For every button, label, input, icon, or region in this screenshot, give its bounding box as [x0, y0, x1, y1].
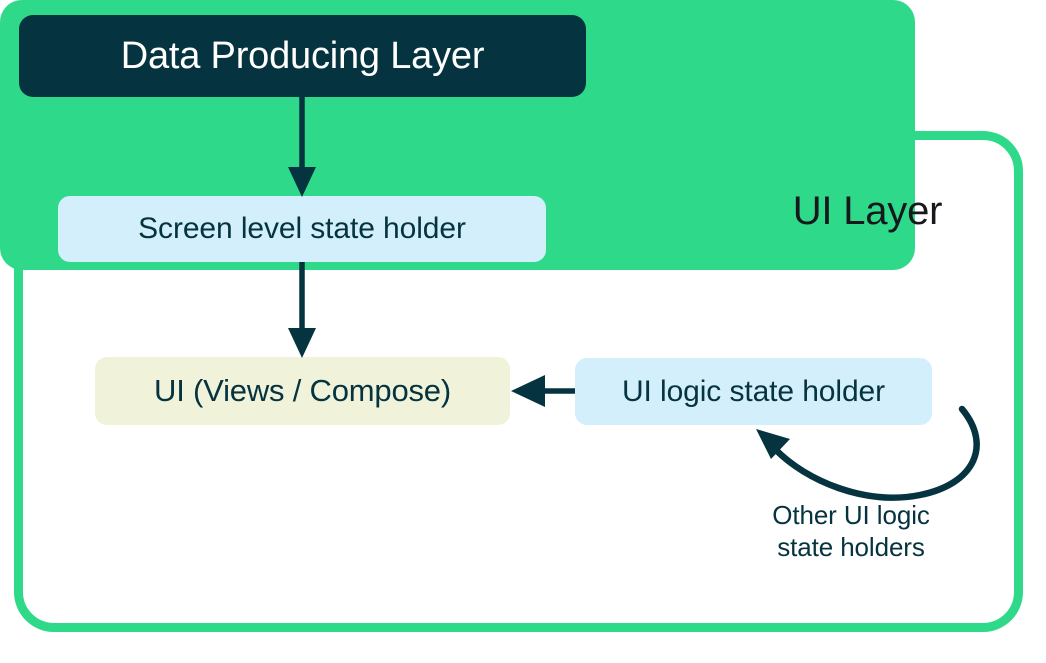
- ui-layer-title-label: UI Layer: [792, 188, 943, 233]
- ui-lifecycle-dependent-text: UI Lifecycle dependent: [104, 506, 415, 542]
- node-ui-views-compose: UI (Views / Compose): [95, 357, 510, 425]
- other-ui-logic-state-holders-line-1: Other UI logic: [772, 500, 930, 531]
- node-data-producing-layer: Data Producing Layer: [19, 15, 586, 97]
- other-ui-logic-state-holders-label: Other UI logic state holders: [745, 497, 957, 567]
- node-ui-views-compose-label: UI (Views / Compose): [154, 372, 451, 408]
- ui-layer-container: [14, 131, 1023, 632]
- node-screen-level-state-holder: Screen level state holder: [58, 196, 546, 262]
- ui-layer-title: UI Layer: [760, 186, 975, 236]
- node-screen-level-state-holder-label: Screen level state holder: [138, 212, 466, 246]
- node-ui-logic-state-holder: UI logic state holder: [575, 358, 932, 425]
- node-ui-logic-state-holder-label: UI logic state holder: [621, 374, 886, 408]
- ui-lifecycle-dependent-label: UI Lifecycle dependent: [104, 503, 504, 547]
- other-ui-logic-state-holders-line-2: state holders: [777, 532, 925, 562]
- node-data-producing-layer-label: Data Producing Layer: [120, 34, 485, 77]
